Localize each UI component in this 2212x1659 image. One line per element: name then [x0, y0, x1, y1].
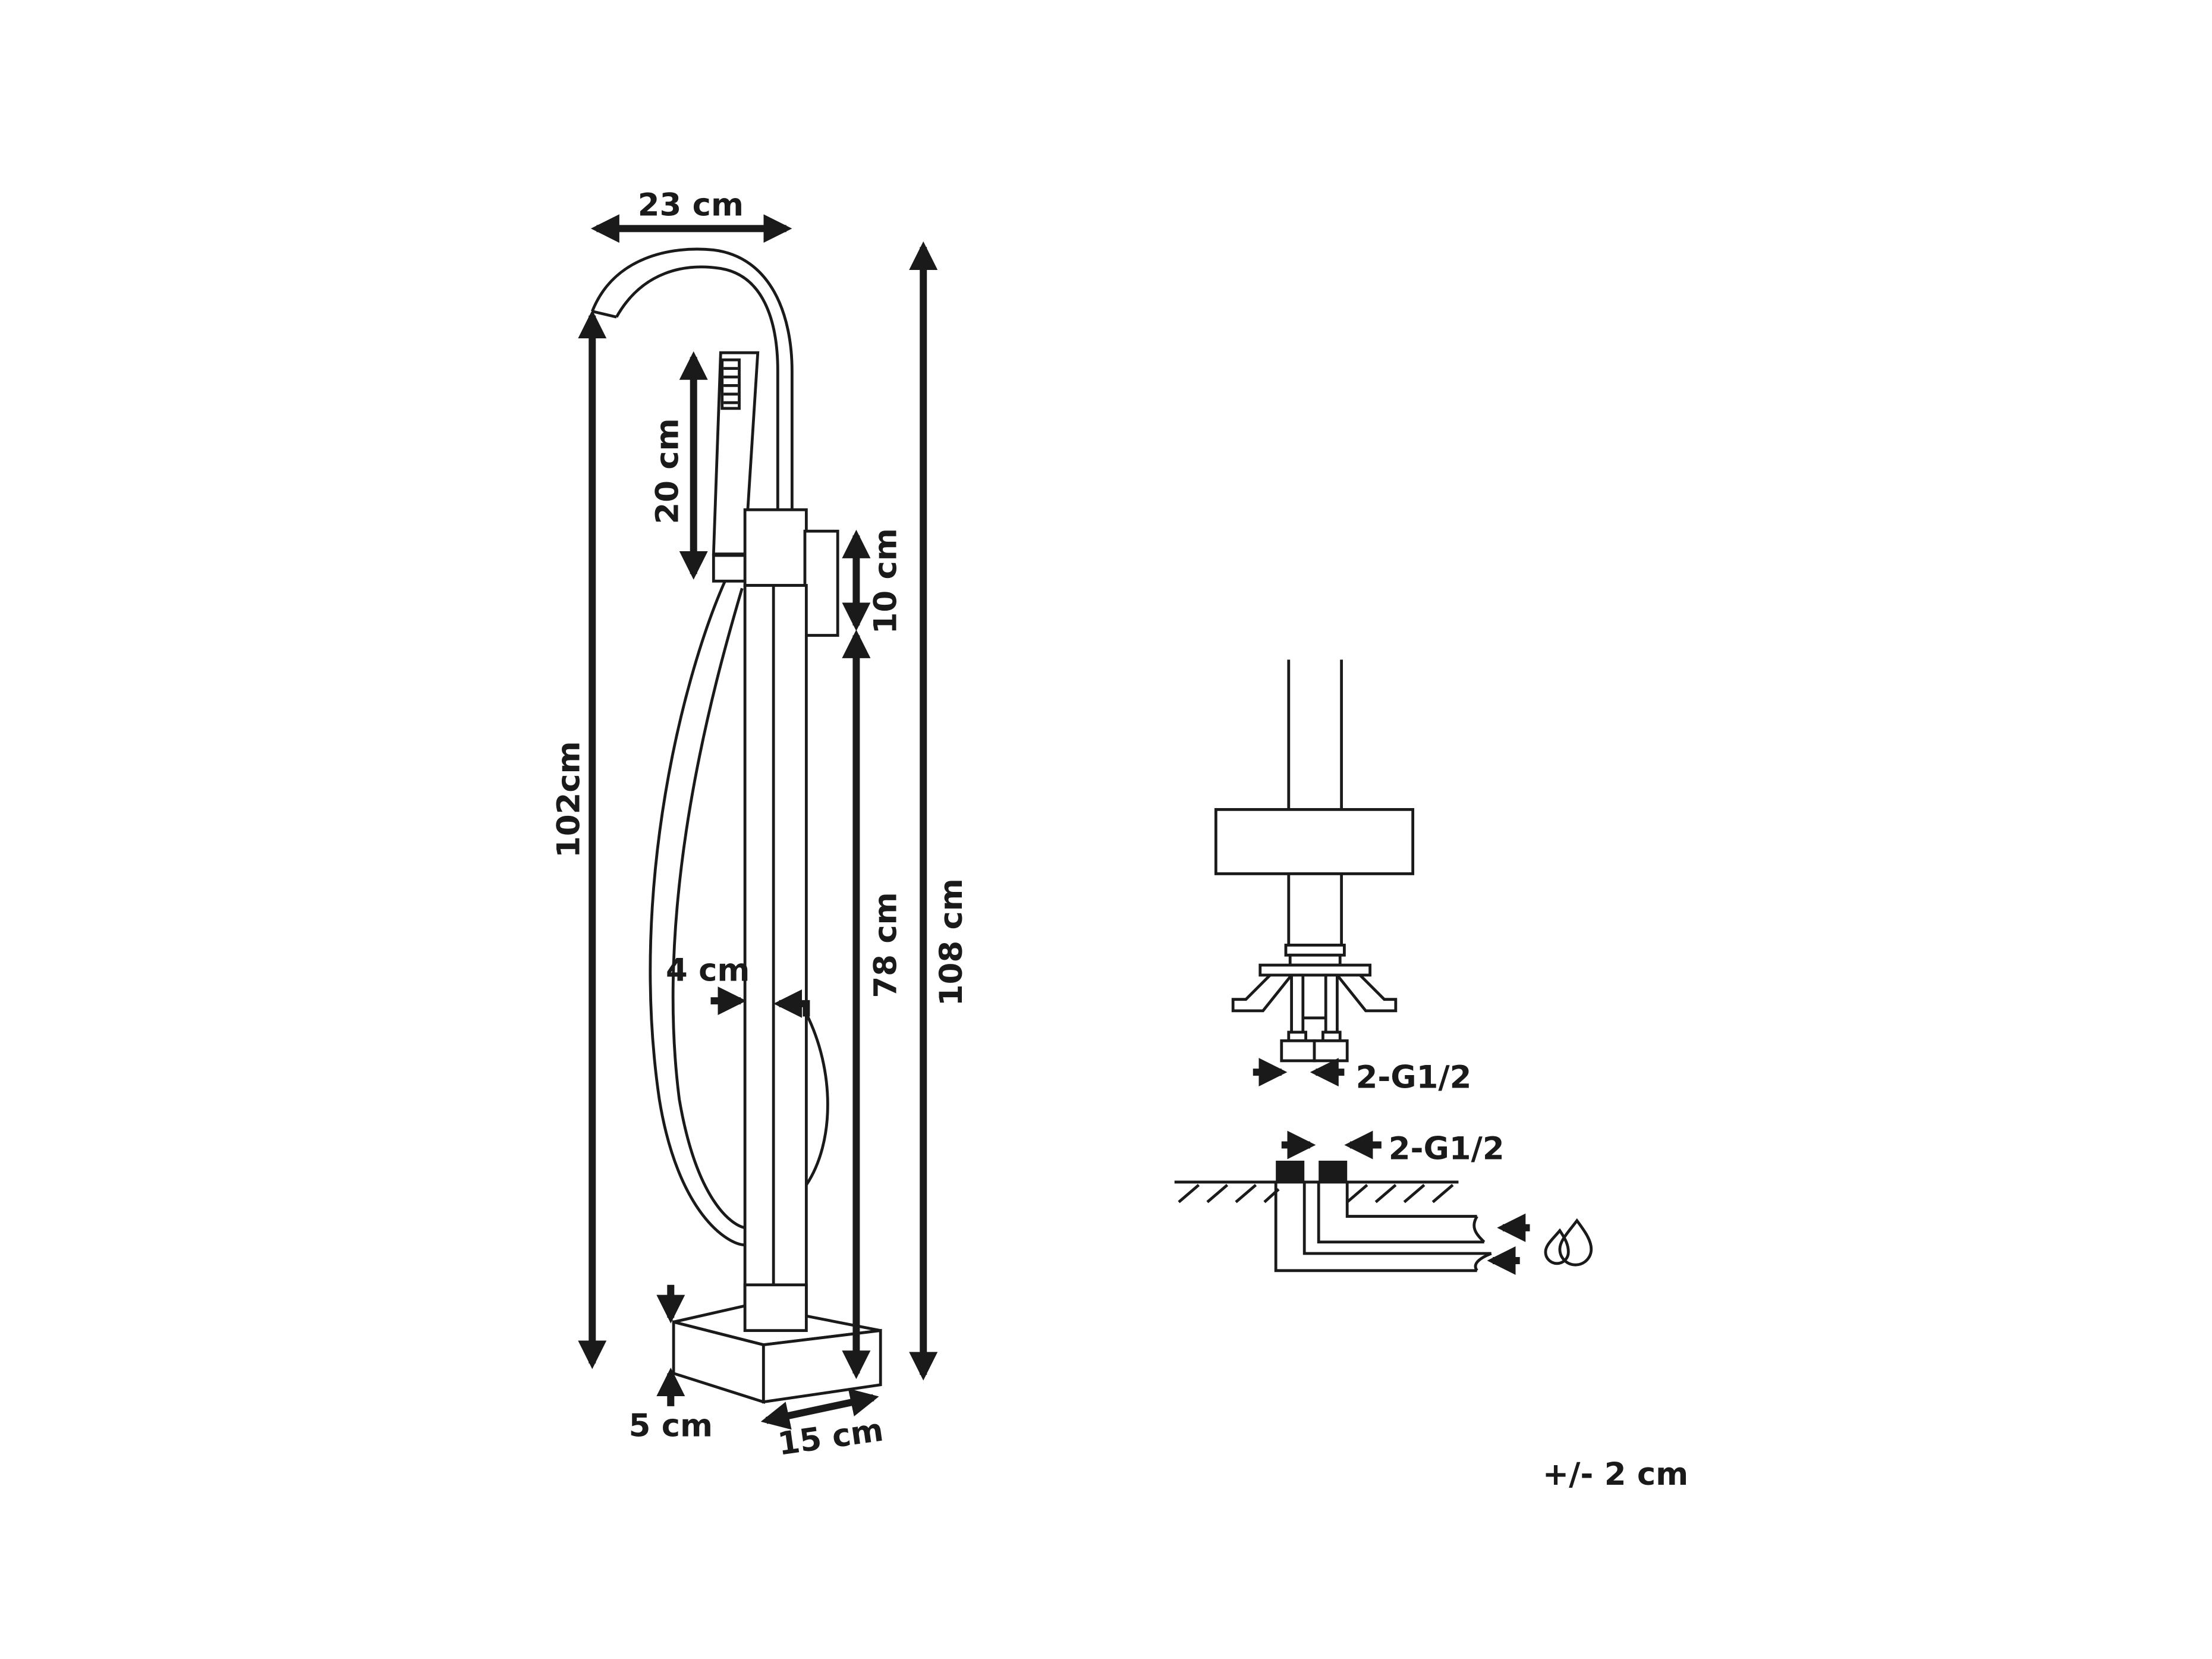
dim-column-label: 78 cm: [868, 892, 904, 998]
connection-detail-drawing: [1174, 659, 1492, 1272]
dim-hand-shower-label: 20 cm: [649, 418, 685, 524]
dim-width-label: 23 cm: [638, 187, 744, 224]
dim-column-width-label: 4 cm: [666, 952, 750, 988]
dim-mixer-label: 10 cm: [868, 528, 904, 634]
faucet-drawing: [591, 247, 882, 1404]
dim-base-height-label: 5 cm: [629, 1407, 713, 1444]
tolerance-note: +/- 2 cm: [1543, 1456, 1688, 1493]
dim-spout-height-label: 102cm: [551, 741, 587, 858]
dim-base-depth-label: 15 cm: [776, 1412, 886, 1463]
dim-total-height-label: 108 cm: [933, 878, 970, 1006]
dim-column-width-arrow-right: [773, 989, 810, 1018]
connection-top-label: 2-G1/2: [1356, 1060, 1472, 1096]
connection-bottom-label: 2-G1/2: [1389, 1131, 1505, 1167]
water-drops-icon: [1544, 1218, 1593, 1267]
dim-base-depth-arrow: [760, 1388, 879, 1430]
